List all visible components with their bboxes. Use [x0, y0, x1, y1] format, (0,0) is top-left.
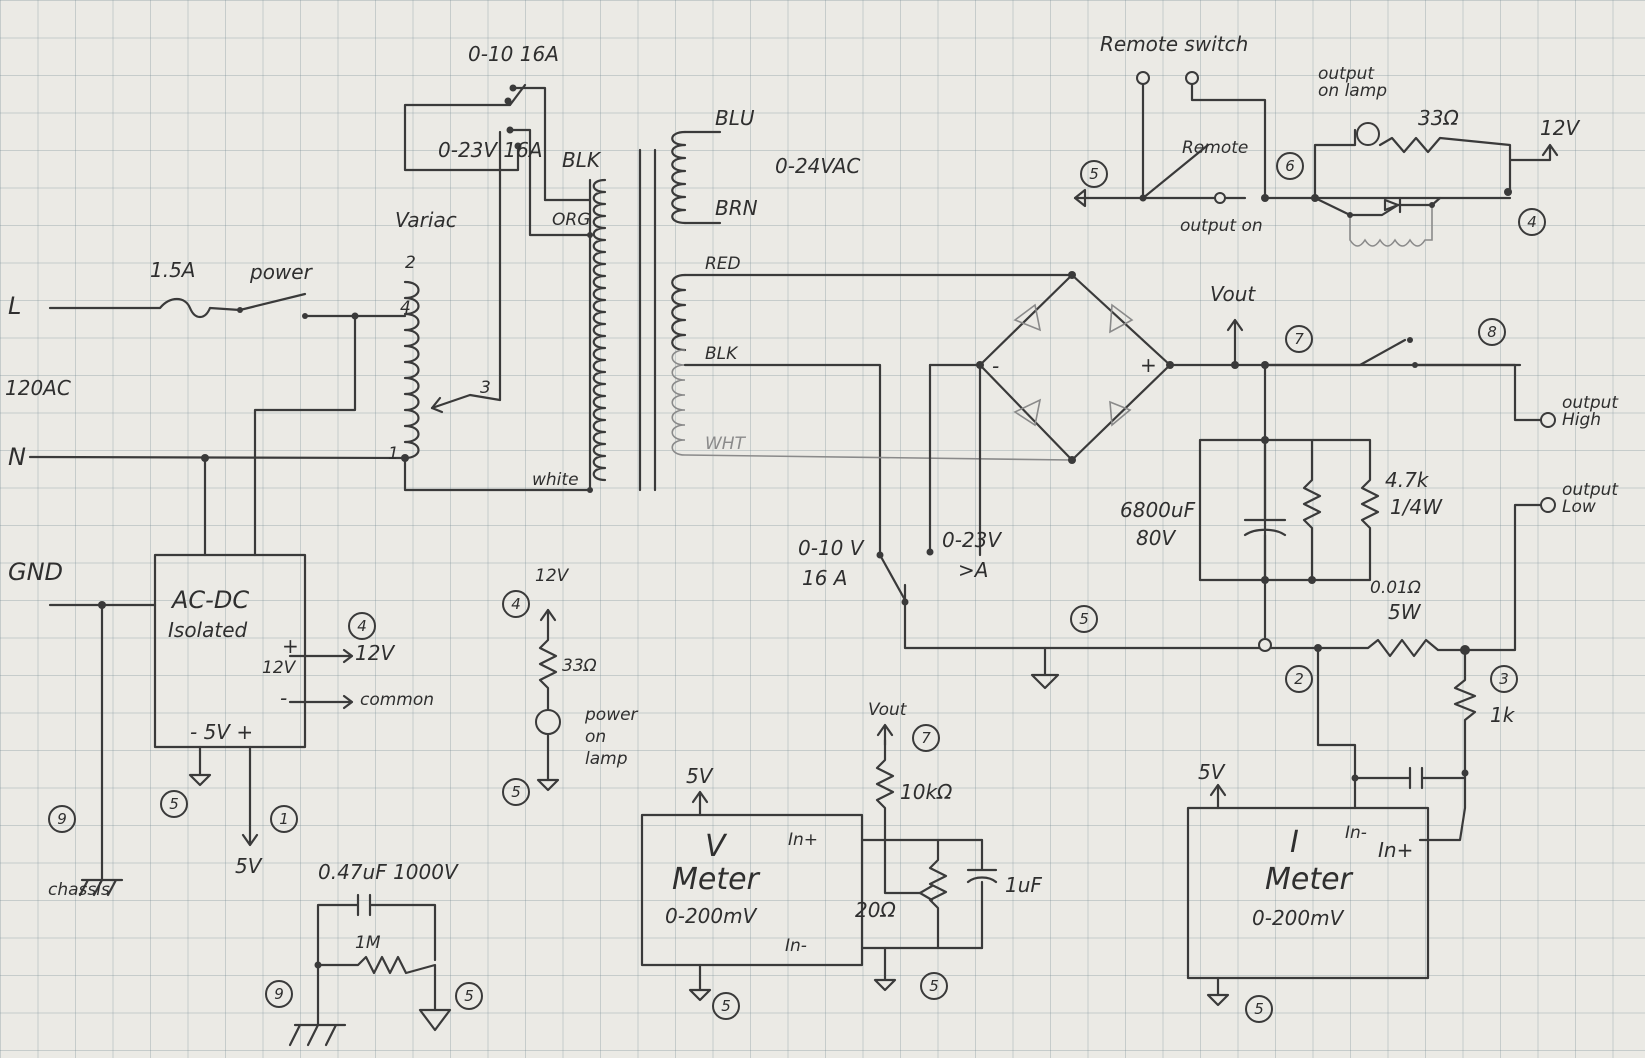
node-marker: 5	[1070, 605, 1098, 633]
power-switch-label: power	[250, 260, 312, 284]
psu-plus: +	[282, 634, 299, 658]
psu-minus: -	[280, 686, 288, 710]
node-marker: 6	[1276, 152, 1304, 180]
vmeter-r10k: 10kΩ	[900, 780, 953, 804]
cap-voltage: 80V	[1136, 526, 1176, 550]
node-marker: 9	[48, 805, 76, 833]
remote-label: Remote	[1182, 138, 1249, 158]
variac-tap2: 2	[405, 253, 416, 273]
vmeter-5v: 5V	[686, 764, 713, 788]
bleeder-watt: 1/4W	[1390, 495, 1442, 519]
remote-title: Remote switch	[1100, 32, 1249, 56]
psu-title: AC-DC	[172, 586, 250, 614]
vmeter-in-minus: In-	[785, 936, 807, 956]
vmeter-vout: Vout	[868, 700, 907, 720]
psu-isolated: Isolated	[168, 618, 248, 642]
vout-label: Vout	[1210, 282, 1256, 306]
node-marker: 8	[1478, 318, 1506, 346]
imeter-i: I	[1290, 825, 1299, 860]
tx-blk-top: BLK	[562, 148, 600, 172]
out-low-label: output Low	[1562, 480, 1619, 517]
neutral-label: N	[8, 443, 26, 471]
psu-12v: 12V	[262, 658, 296, 678]
range-b-label: 0-23V 16A	[438, 138, 543, 162]
bridge-plus: +	[1140, 353, 1157, 377]
snubber-res: 1M	[355, 933, 381, 953]
node-marker: 9	[265, 980, 293, 1008]
range-high-label: 0-23V	[942, 528, 1002, 552]
psu-out-5v: 5V	[235, 854, 262, 878]
variac-label: Variac	[395, 208, 457, 232]
range-low-amp: 16 A	[802, 566, 848, 590]
node-marker: 5	[1245, 995, 1273, 1023]
remote-r33: 33Ω	[1418, 106, 1459, 130]
remote-12v: 12V	[1540, 116, 1580, 140]
node-marker: 1	[270, 805, 298, 833]
node-marker: 4	[502, 590, 530, 618]
variac-tap1: 1	[388, 444, 399, 464]
node-marker: 3	[1490, 665, 1518, 693]
psu-bottom: - 5V +	[190, 720, 254, 744]
snubber-cap: 0.47uF 1000V	[318, 860, 458, 884]
out-high-label: output High	[1562, 393, 1619, 430]
imeter-5v: 5V	[1198, 760, 1225, 784]
imeter-in-plus: In+	[1378, 838, 1414, 862]
tx-rating: 0-24VAC	[775, 154, 861, 178]
lamp-power-on: power on lamp	[585, 705, 638, 770]
node-marker: 5	[1080, 160, 1108, 188]
imeter-name: Meter	[1265, 862, 1352, 897]
bleeder-label: 4.7k	[1385, 468, 1429, 492]
r1k-label: 1k	[1490, 703, 1515, 727]
range-a-label: 0-10 16A	[468, 42, 559, 66]
lamp-label: output on lamp	[1318, 64, 1388, 101]
tx-blk: BLK	[705, 344, 738, 364]
tx-wht: WHT	[705, 434, 745, 454]
node-marker: 4	[1518, 208, 1546, 236]
cap-label: 6800uF	[1120, 498, 1196, 522]
vmeter-name: Meter	[672, 862, 759, 897]
tx-blu: BLU	[715, 106, 755, 130]
output-on-label: output on	[1180, 216, 1263, 236]
lamp-12v: 12V	[535, 566, 569, 586]
node-marker: 5	[920, 972, 948, 1000]
tx-brn: BRN	[715, 196, 758, 220]
psu-common: common	[360, 690, 435, 710]
bridge-minus: -	[992, 354, 1000, 378]
node-marker: 2	[1285, 665, 1313, 693]
variac-tap3: 3	[480, 378, 491, 398]
ground-label: GND	[8, 558, 64, 586]
fuse-label: 1.5A	[150, 258, 196, 282]
node-marker: 5	[455, 982, 483, 1010]
line-label: L	[8, 292, 22, 320]
imeter-in-minus: In-	[1345, 823, 1367, 843]
tx-white: white	[532, 470, 579, 490]
shunt-label: 0.01Ω	[1370, 578, 1421, 598]
vmeter-cap: 1uF	[1005, 873, 1042, 897]
shunt-watt: 5W	[1388, 600, 1421, 624]
tx-org: ORG	[552, 210, 591, 230]
vmeter-pot: 20Ω	[855, 898, 896, 922]
tx-red: RED	[705, 254, 741, 274]
variac-tap4: 4	[400, 298, 411, 318]
node-marker: 7	[1285, 325, 1313, 353]
lamp-r33: 33Ω	[562, 656, 597, 676]
vmeter-v: V	[705, 829, 726, 864]
mains-label: 120AC	[5, 376, 71, 400]
vmeter-in-plus: In+	[788, 830, 819, 850]
node-marker: 5	[160, 790, 188, 818]
node-marker: 7	[912, 724, 940, 752]
psu-out-12v: 12V	[355, 641, 395, 665]
range-low-label: 0-10 V	[798, 536, 864, 560]
chassis-label: chassis	[48, 880, 110, 900]
range-high-amp: >A	[958, 558, 989, 582]
node-marker: 5	[712, 992, 740, 1020]
imeter-range: 0-200mV	[1252, 906, 1344, 930]
node-marker: 5	[502, 778, 530, 806]
node-marker: 4	[348, 612, 376, 640]
vmeter-range: 0-200mV	[665, 904, 757, 928]
